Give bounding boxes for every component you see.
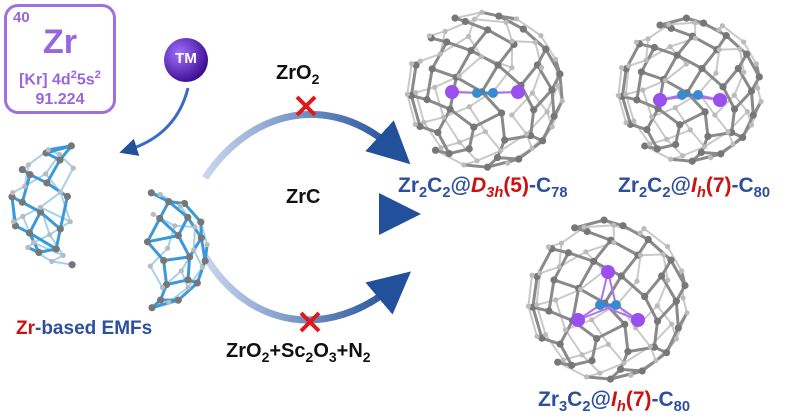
zr-based-emfs-label: Zr-based EMFs [16,318,153,339]
element-card-zr: 40 Zr [Kr] 4d25s2 91.224 [4,4,116,114]
arrow-bottom [202,254,412,324]
tm-ball [164,38,208,82]
electron-config: [Kr] 4d25s2 [19,69,101,89]
cross-icon-top [295,95,317,117]
route-label-zro2-sc2o3-n2: ZrO2+Sc2O3+N2 [226,340,371,365]
encapsulated-cluster [571,265,645,327]
fullerene-c80-ih-zr3 [525,216,690,383]
route-arrows [202,95,421,333]
tm-to-fragment-arrow [119,87,190,156]
element-symbol: Zr [43,23,77,61]
route-label-zro2: ZrO2 [276,62,320,87]
fullerene-c80-ih [615,14,764,165]
encapsulated-cluster [653,90,727,107]
arrow-top [202,111,411,180]
fullerene-fragments [8,142,210,312]
product-label-zr3c2-c80: Zr3C2@Ih(7)-C80 [538,388,691,416]
fragment-right [143,189,210,312]
fullerene-c78 [404,9,565,171]
fullerene-cages [404,9,764,383]
product-label-zr2c2-c78: Zr2C2@D3h(5)-C78 [398,174,568,202]
encapsulated-cluster [445,85,525,99]
tm-label: TM [175,50,197,67]
route-label-zrc: ZrC [286,186,321,208]
atomic-mass: 91.224 [35,91,85,108]
fragment-left [8,142,76,269]
cross-icon-bottom [299,311,321,333]
atomic-number: 40 [13,9,30,26]
product-label-zr2c2-c80: Zr2C2@Ih(7)-C80 [618,174,771,202]
